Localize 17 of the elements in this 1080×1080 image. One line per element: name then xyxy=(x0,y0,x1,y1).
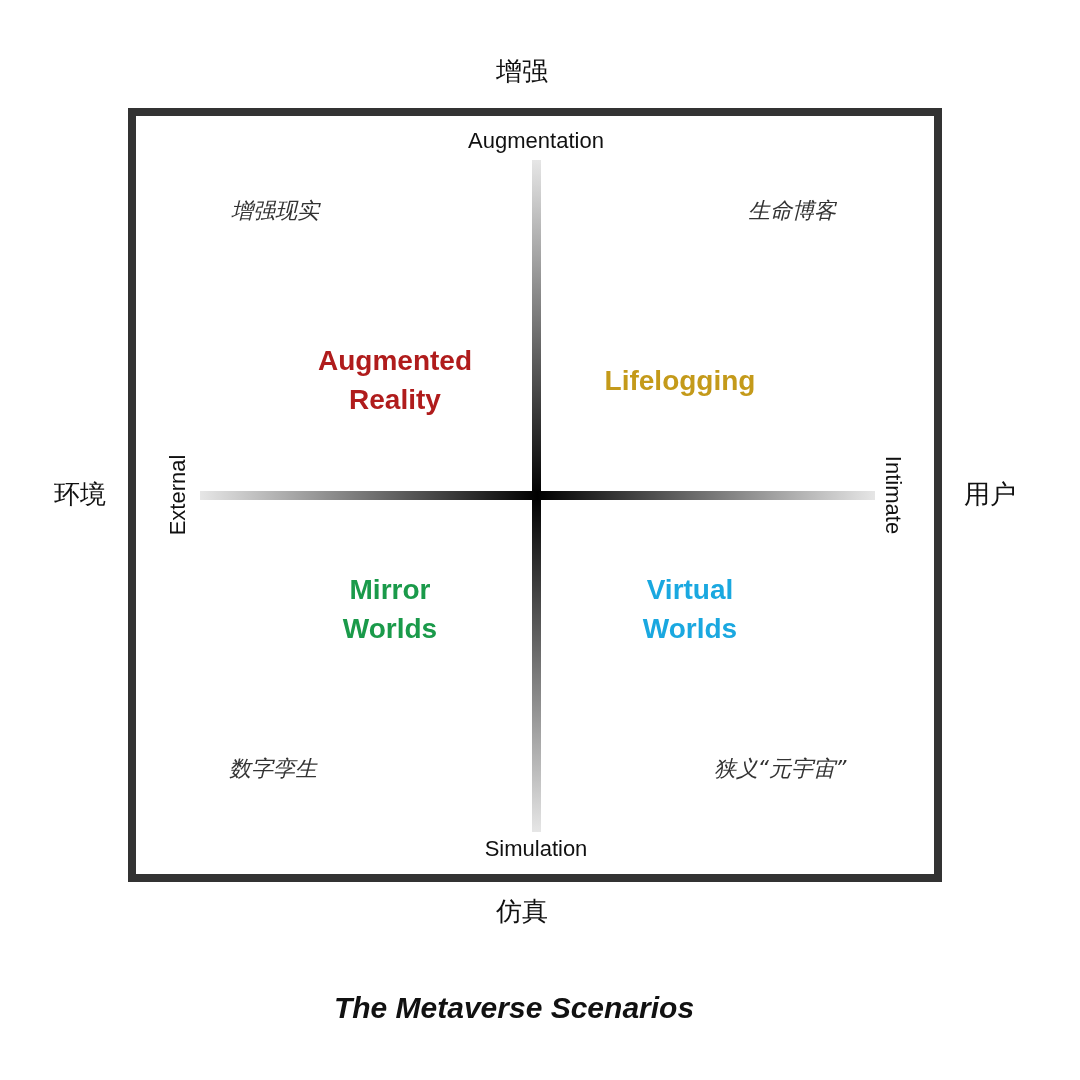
example-label: 生命博客 xyxy=(748,197,836,226)
axis-label: Simulation xyxy=(484,835,588,864)
axis-label: Augmentation xyxy=(468,127,604,156)
quadrant-label: Augmented Reality xyxy=(317,343,473,417)
quadrant-label: Mirror Worlds xyxy=(341,572,439,646)
pole-label: 环境 xyxy=(54,478,106,512)
pole-label: 仿真 xyxy=(496,895,548,929)
pole-label: 增强 xyxy=(496,55,548,89)
caption: The Metaverse Scenarios xyxy=(333,989,695,1026)
axis-label: Intimate xyxy=(879,455,907,535)
pole-label: 用户 xyxy=(964,478,1016,512)
quadrant-label: Virtual Worlds xyxy=(641,572,739,646)
axis-label: External xyxy=(164,454,192,536)
example-label: 增强现实 xyxy=(231,197,319,226)
quadrant-label: Lifelogging xyxy=(604,364,756,399)
example-label: 数字孪生 xyxy=(229,755,317,784)
example-label: 狭义“元宇宙” xyxy=(713,755,847,784)
